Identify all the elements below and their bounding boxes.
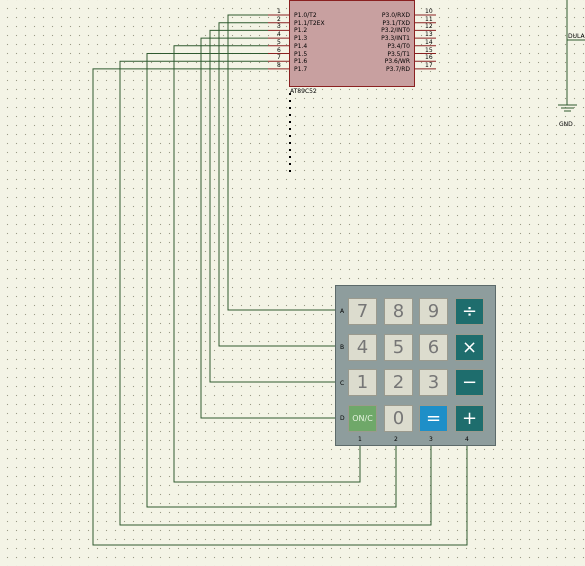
wire-net[interactable]: [92, 14, 468, 546]
keypad-key[interactable]: 3: [419, 369, 448, 396]
pin-number-right: 17: [425, 61, 433, 69]
keypad-key[interactable]: 4: [348, 334, 377, 361]
keypad-row-label: B: [340, 344, 345, 351]
pin-label-left: P1.7: [294, 65, 308, 73]
pin-label-right: P3.4/T0: [387, 42, 410, 50]
pin-number-left: 4: [277, 31, 281, 39]
keypad-row-label: A: [340, 308, 345, 315]
keypad-key[interactable]: ÷: [455, 298, 484, 325]
keypad-key[interactable]: −: [455, 369, 484, 396]
pin-number-right: 11: [425, 15, 433, 23]
pin-label-right: P3.7/RD: [386, 65, 410, 73]
keypad-row-label: D: [340, 415, 345, 422]
wire[interactable]: [92, 68, 468, 546]
pin-number-left: 6: [277, 46, 281, 54]
pin-label-left: P1.5: [294, 50, 308, 58]
wire[interactable]: [218, 22, 335, 347]
keypad-key[interactable]: 8: [384, 298, 413, 325]
keypad-col-label: 3: [429, 436, 433, 443]
keypad-key[interactable]: 2: [384, 369, 413, 396]
pin-number-right: 12: [425, 23, 433, 31]
pin-label-right: P3.2/INT0: [381, 27, 410, 35]
pin-number-left: 7: [277, 54, 281, 62]
pin-label-right: P3.3/INT1: [381, 35, 410, 43]
wire[interactable]: [173, 45, 361, 483]
keypad-key[interactable]: ON/C: [348, 405, 377, 432]
keypad-col-label: 2: [394, 436, 398, 443]
gnd-label: GND: [559, 121, 573, 128]
pin-label-left: P1.0/T2: [294, 12, 317, 19]
wire[interactable]: [200, 37, 335, 419]
pin-label-right: P3.6/WR: [384, 58, 410, 66]
wire[interactable]: [119, 60, 432, 526]
pin-label-right: P3.5/T1: [387, 50, 410, 58]
pin-number-left: 1: [277, 8, 281, 15]
pin-label-right: P3.0/RXD: [381, 12, 410, 19]
chip-name: AT89C52: [290, 88, 317, 95]
pin-label-left: P1.3: [294, 35, 308, 43]
keypad-key[interactable]: +: [455, 405, 484, 432]
keypad-key[interactable]: 9: [419, 298, 448, 325]
wire[interactable]: [146, 53, 397, 508]
pin-number-right: 14: [425, 38, 433, 46]
partial-label: DULA: [568, 33, 585, 40]
wire[interactable]: [227, 14, 335, 311]
pin-number-left: 8: [277, 61, 281, 69]
keypad-col-label: 4: [465, 436, 469, 443]
microcontroller-chip[interactable]: [289, 0, 415, 87]
keypad-key[interactable]: =: [419, 405, 448, 432]
dotted-bus: [289, 93, 292, 177]
pin-label-left: P1.4: [294, 42, 308, 50]
gnd-symbol: [558, 0, 577, 112]
pin-number-left: 5: [277, 38, 281, 46]
chip-pins: [268, 14, 436, 70]
keypad-col-label: 1: [358, 436, 362, 443]
keypad-row-label: C: [340, 380, 345, 387]
pin-label-left: P1.6: [294, 58, 308, 66]
keypad-key[interactable]: 6: [419, 334, 448, 361]
keypad-key[interactable]: 5: [384, 334, 413, 361]
pin-number-right: 15: [425, 46, 433, 54]
wire[interactable]: [209, 29, 335, 383]
keypad-key[interactable]: 0: [384, 405, 413, 432]
pin-label-left: P1.1/T2EX: [294, 19, 325, 27]
keypad-key[interactable]: ×: [455, 334, 484, 361]
pin-number-left: 2: [277, 15, 281, 23]
keypad-key[interactable]: 1: [348, 369, 377, 396]
pin-number-left: 3: [277, 23, 281, 31]
pin-number-right: 10: [425, 8, 433, 15]
pin-number-right: 16: [425, 54, 433, 62]
pin-label-right: P3.1/TXD: [382, 19, 410, 27]
pin-number-right: 13: [425, 31, 433, 39]
keypad-key[interactable]: 7: [348, 298, 377, 325]
pin-label-left: P1.2: [294, 27, 308, 35]
